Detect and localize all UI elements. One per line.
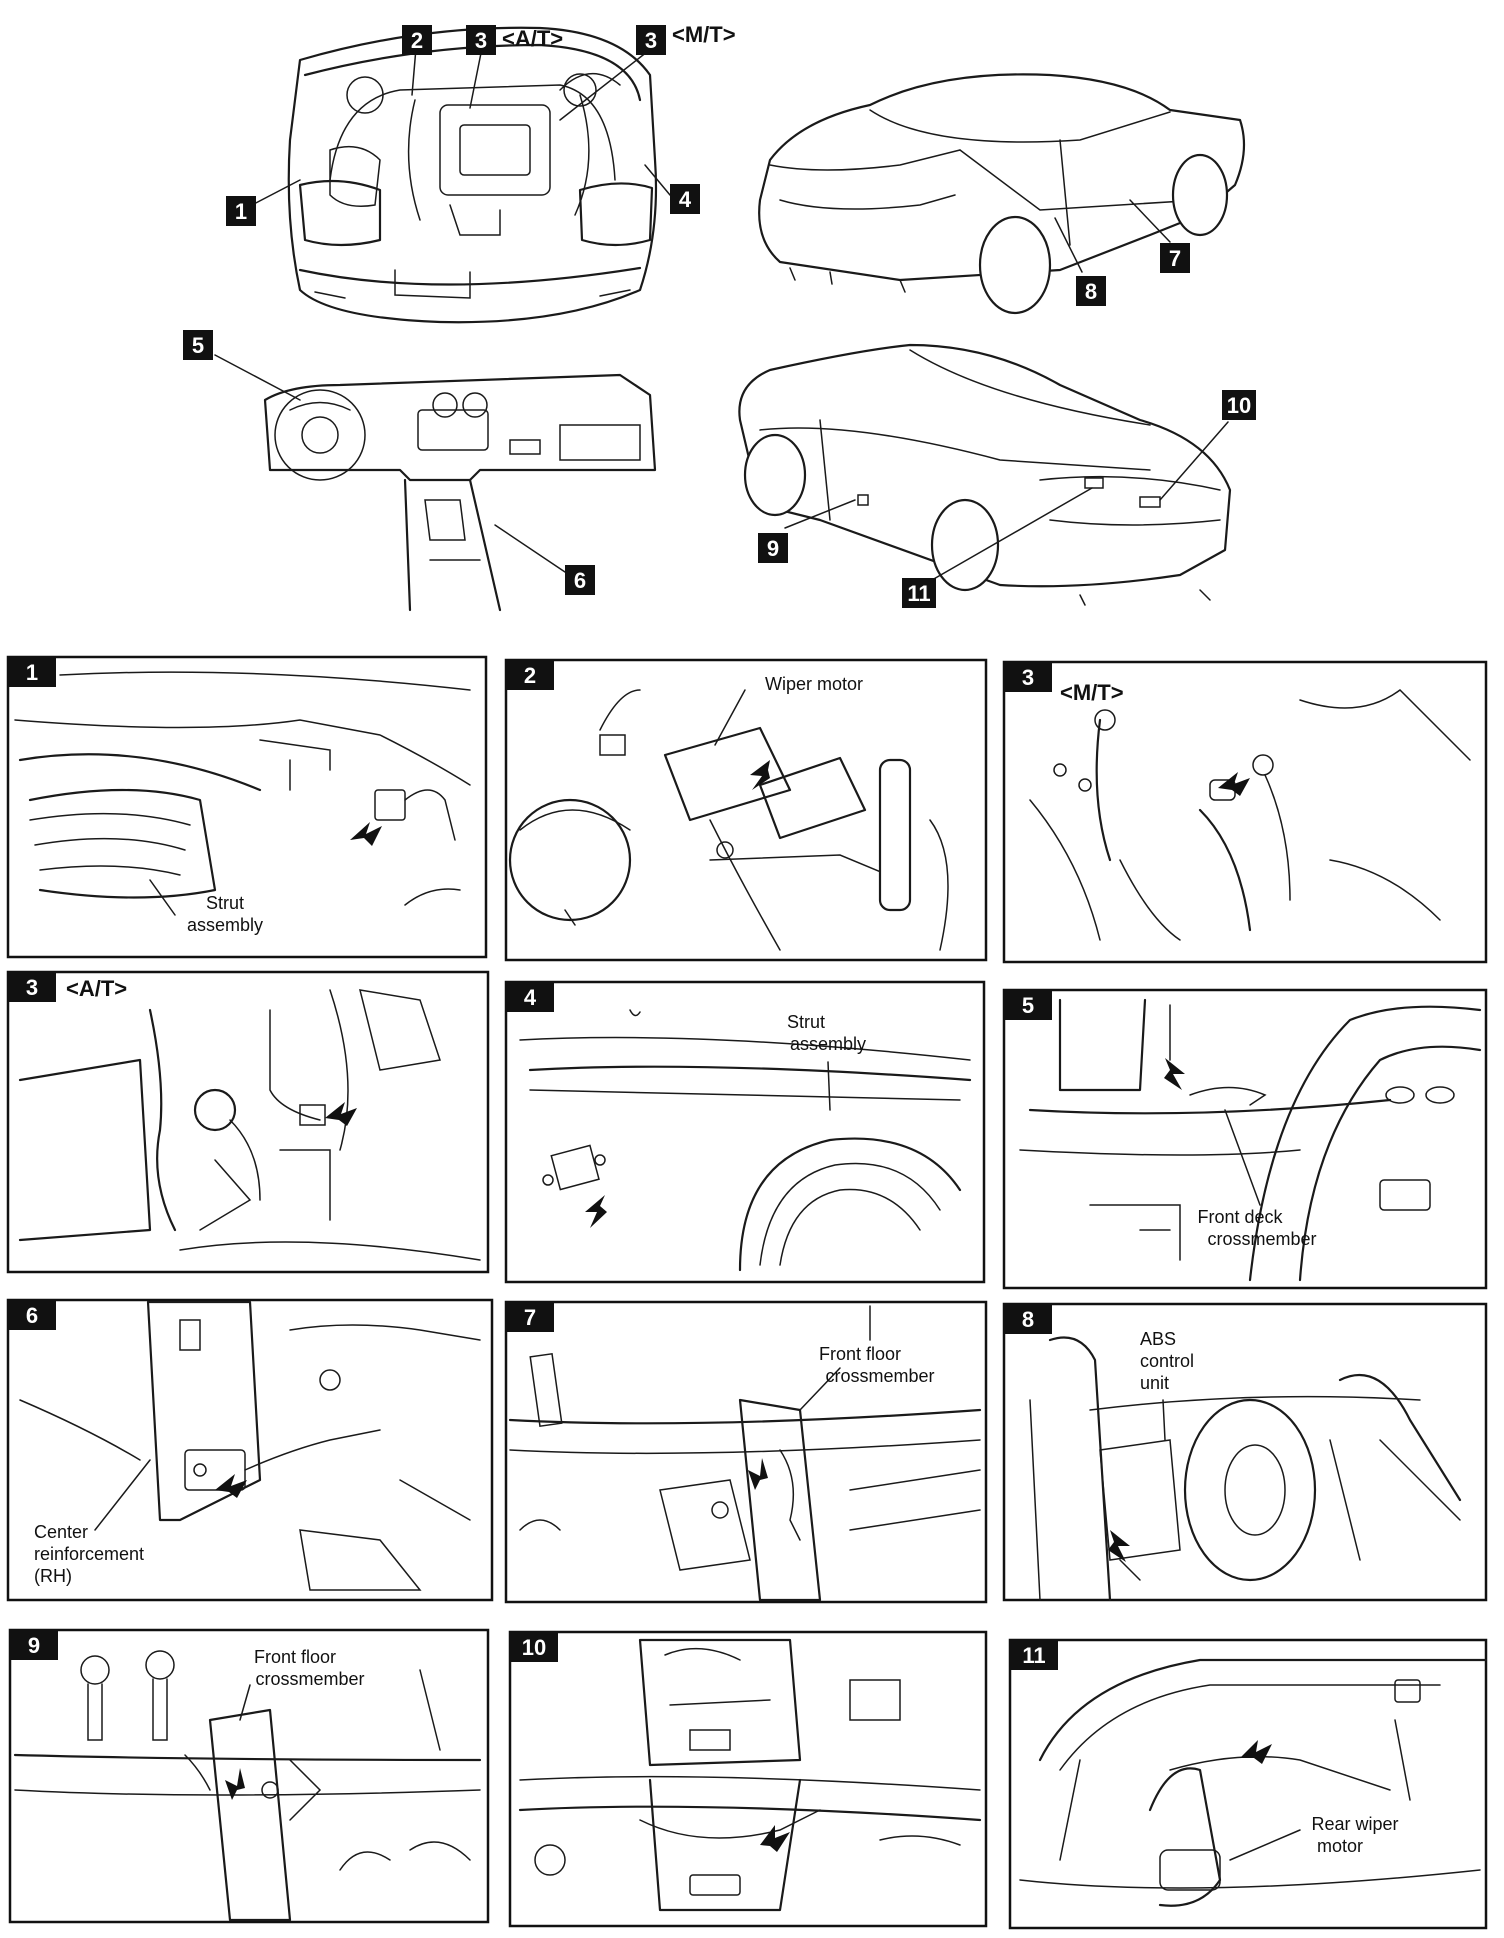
svg-text:4: 4 — [679, 187, 692, 212]
detail-panel-8: 8 ABS control unit — [1002, 1302, 1488, 1602]
panel-8-label-line3: unit — [1140, 1373, 1169, 1393]
panel-9-label-line1: Front floor — [254, 1647, 336, 1667]
panel-7-label-line1: Front floor — [819, 1344, 901, 1364]
detail-panel-7: 7 Front floor crossmember — [504, 1300, 988, 1604]
panel-6-label-line1: Center — [34, 1522, 88, 1542]
panel-10-badge: 10 — [510, 1632, 558, 1662]
svg-text:7: 7 — [1169, 246, 1181, 271]
panel-1-badge: 1 — [8, 657, 56, 687]
svg-text:5: 5 — [1022, 993, 1034, 1018]
overview-badge-3-mt: 3 <M/T> — [636, 22, 736, 55]
detail-panel-10: 10 — [508, 1630, 988, 1928]
overview-badge-2: 2 — [402, 25, 432, 55]
panel-11-badge: 11 — [1010, 1640, 1058, 1670]
panel-7-badge: 7 — [506, 1302, 554, 1332]
panel-9-label-line2: crossmember — [255, 1669, 364, 1689]
overview-badge-1: 1 — [226, 196, 256, 226]
panel-7-label-line2: crossmember — [825, 1366, 934, 1386]
svg-text:11: 11 — [907, 581, 930, 606]
svg-text:4: 4 — [524, 985, 537, 1010]
panel-1-label-line1: Strut — [206, 893, 244, 913]
svg-text:7: 7 — [524, 1305, 536, 1330]
overview-badge-11: 11 — [902, 578, 936, 608]
panel-6-label-line3: (RH) — [34, 1566, 72, 1586]
svg-text:6: 6 — [574, 568, 586, 593]
svg-text:<A/T>: <A/T> — [502, 26, 563, 51]
svg-text:3: 3 — [475, 28, 487, 53]
svg-text:11: 11 — [1022, 1643, 1045, 1668]
overview-dashboard: 5 6 — [183, 330, 657, 612]
overview-badge-3-at: 3 <A/T> — [466, 25, 563, 55]
detail-panel-5: 5 Front deck crossmember — [1002, 988, 1488, 1290]
svg-text:1: 1 — [26, 660, 38, 685]
panel-5-label-line2: crossmember — [1207, 1229, 1316, 1249]
svg-text:10: 10 — [522, 1635, 546, 1660]
svg-text:3: 3 — [1022, 665, 1034, 690]
svg-text:9: 9 — [28, 1633, 40, 1658]
svg-text:2: 2 — [411, 28, 423, 53]
overview-badge-9: 9 — [758, 533, 788, 563]
overview-badge-8: 8 — [1076, 276, 1106, 306]
svg-text:8: 8 — [1022, 1307, 1034, 1332]
detail-panel-11: 11 Rear wiper motor — [1008, 1638, 1488, 1930]
panel-3-at-badge: 3 <A/T> — [8, 972, 127, 1002]
svg-text:<A/T>: <A/T> — [66, 976, 127, 1001]
svg-text:10: 10 — [1227, 393, 1251, 418]
panel-4-label-line2: assembly — [790, 1034, 866, 1054]
panel-1-label-line2: assembly — [187, 915, 263, 935]
panel-6-badge: 6 — [8, 1300, 56, 1330]
detail-panel-4: 4 Strut assembly — [504, 980, 986, 1284]
svg-text:8: 8 — [1085, 279, 1097, 304]
svg-text:3: 3 — [26, 975, 38, 1000]
svg-text:3: 3 — [645, 28, 657, 53]
overview-rear-view: 10 9 11 — [738, 343, 1256, 608]
panel-8-label-line2: control — [1140, 1351, 1194, 1371]
svg-text:6: 6 — [26, 1303, 38, 1328]
overview-badge-6: 6 — [565, 565, 595, 595]
panel-5-label-line1: Front deck — [1197, 1207, 1283, 1227]
detail-panel-2: 2 Wiper motor — [504, 658, 988, 962]
detail-panel-9: 9 Front floor crossmember — [8, 1628, 490, 1924]
detail-panel-6: 6 Center reinforcement (RH) — [6, 1298, 494, 1602]
panel-2-badge: 2 — [506, 660, 554, 690]
detail-panel-3-mt: 3 <M/T> — [1002, 660, 1488, 964]
overview-engine-bay: 1 2 3 <A/T> 3 <M/T> 4 — [226, 22, 736, 324]
panel-4-badge: 4 — [506, 982, 554, 1012]
panel-2-label: Wiper motor — [765, 674, 863, 694]
panel-3-mt-badge: 3 <M/T> — [1004, 662, 1124, 705]
svg-text:<M/T>: <M/T> — [672, 22, 736, 47]
panel-4-label-line1: Strut — [787, 1012, 825, 1032]
detail-panel-1: 1 Strut assembly — [6, 655, 488, 959]
overview-badge-7: 7 — [1160, 243, 1190, 273]
panel-9-badge: 9 — [10, 1630, 58, 1660]
svg-text:5: 5 — [192, 333, 204, 358]
overview-badge-5: 5 — [183, 330, 213, 360]
panel-11-label-line1: Rear wiper — [1311, 1814, 1398, 1834]
svg-text:9: 9 — [767, 536, 779, 561]
overview-badge-10: 10 — [1222, 390, 1256, 420]
panel-8-badge: 8 — [1004, 1304, 1052, 1334]
panel-5-badge: 5 — [1004, 990, 1052, 1020]
overview-badge-4: 4 — [670, 184, 700, 214]
svg-text:<M/T>: <M/T> — [1060, 680, 1124, 705]
panel-8-label-line1: ABS — [1140, 1329, 1176, 1349]
panel-11-label-line2: motor — [1317, 1836, 1363, 1856]
panel-6-label-line2: reinforcement — [34, 1544, 144, 1564]
overview-rear-side-view: 8 7 — [758, 73, 1246, 315]
svg-text:1: 1 — [235, 199, 247, 224]
svg-text:2: 2 — [524, 663, 536, 688]
detail-panel-3-at: 3 <A/T> — [6, 970, 490, 1274]
